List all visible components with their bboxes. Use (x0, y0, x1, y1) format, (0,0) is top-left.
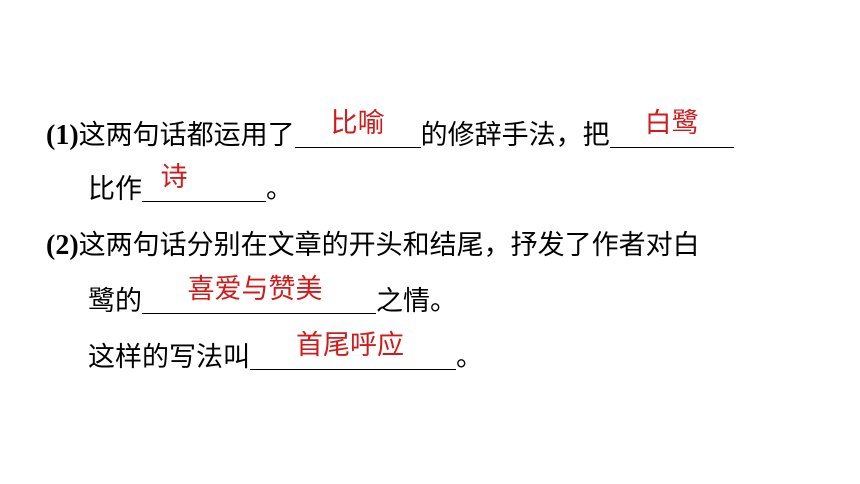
q1-line-1: (1)这两句话都运用了 比喻 的修辞手法，把 白鹭 (46, 109, 734, 156)
q1-blank-2[interactable]: 白鹭 (609, 109, 734, 148)
q1-text-2: 的修辞手法，把 (420, 120, 610, 151)
q2-number: (2) (46, 230, 79, 261)
q1-answer-3: 诗 (160, 162, 188, 193)
q2-answer-2: 首尾呼应 (296, 330, 404, 361)
q2-line-2: 鹭的 喜爱与赞美 之情。 (88, 275, 457, 322)
q2-line-1: (2)这两句话分别在文章的开头和结尾，抒发了作者对白 (46, 226, 700, 266)
q1-text-1: 这两句话都运用了 (78, 120, 295, 151)
q1-text-3: 比作 (88, 174, 142, 205)
q1-line-2: 比作诗 。 (88, 163, 293, 210)
q1-answer-2: 白鹭 (644, 108, 699, 139)
q2-text-5: 。 (456, 342, 483, 373)
q2-answer-1: 喜爱与赞美 (187, 274, 323, 305)
q2-blank-1[interactable]: 喜爱与赞美 (142, 275, 376, 314)
q2-text-1: 这两句话分别在文章的开头和结尾，抒发了作者对白 (78, 230, 700, 261)
q1-text-4: 。 (266, 174, 293, 205)
q1-answer-1: 比喻 (330, 108, 385, 139)
q2-blank-2[interactable]: 首尾呼应 (250, 331, 456, 370)
q2-line-3: 这样的写法叫 首尾呼应 。 (88, 331, 483, 378)
q2-text-2: 鹭的 (88, 286, 142, 317)
q1-number: (1) (46, 120, 79, 151)
q1-blank-3[interactable]: 诗 (142, 163, 266, 202)
q1-blank-1[interactable]: 比喻 (294, 109, 421, 148)
q2-text-4: 这样的写法叫 (88, 342, 250, 373)
q2-text-3: 之情。 (376, 286, 457, 317)
